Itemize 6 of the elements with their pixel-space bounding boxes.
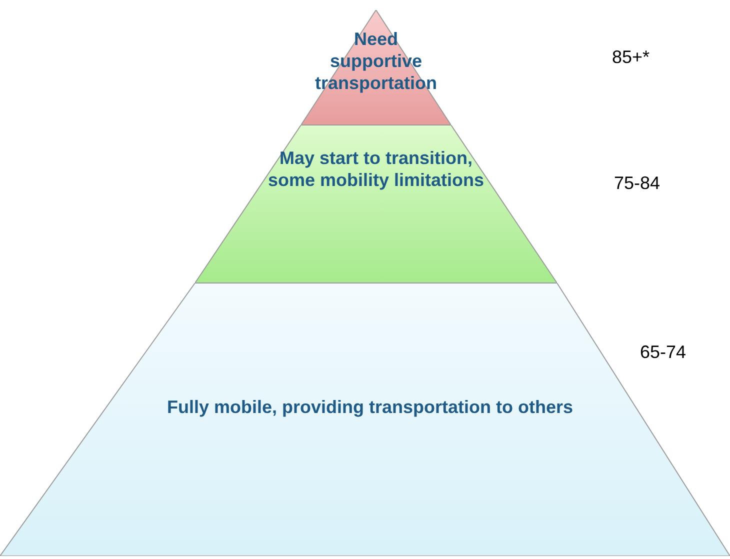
tier-label: Fully mobile, providing transportation to others — [166, 396, 574, 418]
age-range-label: 65-74 — [640, 341, 686, 363]
age-range-label: 75-84 — [614, 172, 660, 194]
age-range-label: 85+* — [612, 46, 650, 68]
tier-label: Need supportive transportation — [314, 28, 438, 94]
tier-label: May start to transition, some mobility limitations — [266, 147, 486, 191]
